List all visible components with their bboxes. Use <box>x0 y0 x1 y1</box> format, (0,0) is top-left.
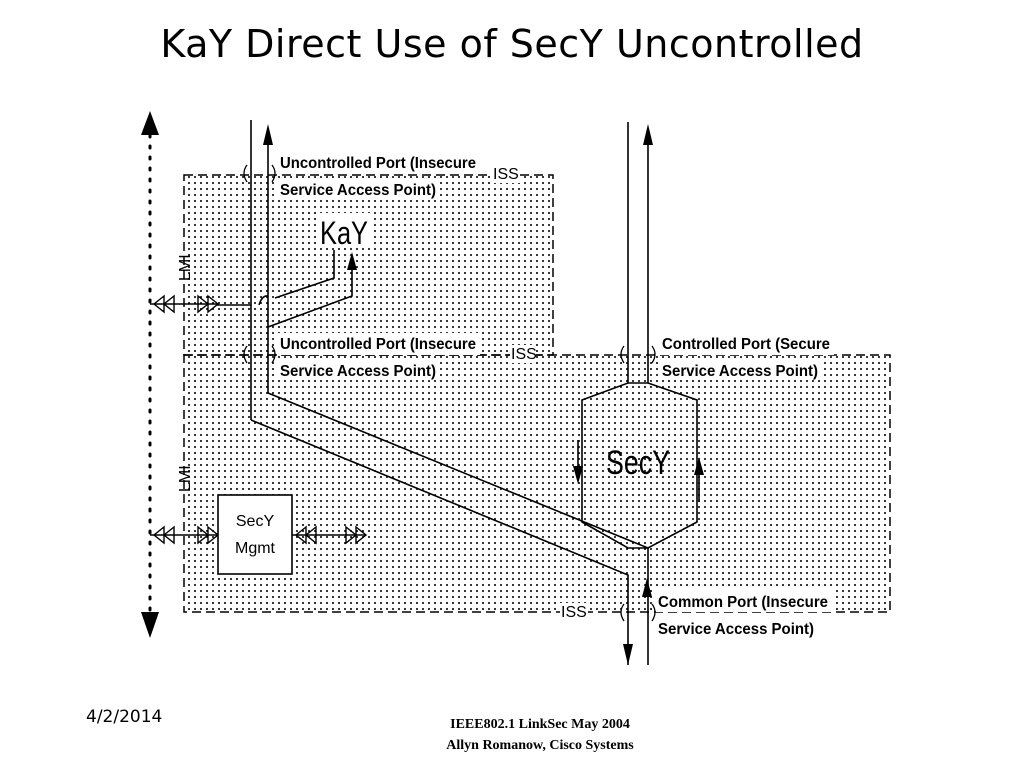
secy-uncontrolled-label-2: Service Access Point) <box>280 363 436 380</box>
secy-internal-arrows <box>573 440 704 597</box>
footer-line-1: IEEE802.1 LinkSec May 2004 <box>450 717 630 732</box>
secy-region <box>183 354 891 613</box>
secy-hexagon <box>581 382 698 549</box>
uncontrolled-diagonals <box>250 392 649 665</box>
common-port-label-2: Service Access Point) <box>658 621 814 638</box>
secy-uncontrolled-iss-label: ISS <box>511 346 537 363</box>
mgmt-secy-connector <box>292 525 368 545</box>
kay-region <box>183 174 554 356</box>
kay-lmi-label: LMI <box>177 254 194 281</box>
lmi-connector-mgmt <box>150 525 220 545</box>
footer-line-2: Allyn Romanow, Cisco Systems <box>446 738 634 753</box>
controlled-port-lines <box>623 122 653 665</box>
footer-date: 4/2/2014 <box>86 707 163 727</box>
mgmt-label-1: SecY <box>236 513 275 530</box>
kay-label: KaY <box>320 215 368 251</box>
controlled-port-label-1: Controlled Port (Secure <box>662 336 830 353</box>
secy-mgmt-box <box>217 494 293 575</box>
common-iss-label: ISS <box>561 604 587 621</box>
footer-source: IEEE802.1 LinkSec May 2004 Allyn Romanow… <box>340 714 740 756</box>
kay-top-port-label-2: Service Access Point) <box>280 182 436 199</box>
controlled-port-label-2: Service Access Point) <box>662 363 818 380</box>
kay-port-lines <box>250 120 273 420</box>
kay-internal-lines <box>217 250 357 328</box>
kay-top-port-label-1: Uncontrolled Port (Insecure <box>280 155 476 172</box>
common-port-label-1: Common Port (Insecure <box>658 594 828 611</box>
secy-lmi-label: LMI <box>177 465 194 492</box>
secy-uncontrolled-label-1: Uncontrolled Port (Insecure <box>280 336 476 353</box>
lmi-vertical-arrow <box>141 111 159 638</box>
port-parentheses <box>243 164 656 622</box>
secy-label: SecY <box>606 444 670 482</box>
slide-title: KaY Direct Use of SecY Uncontrolled <box>160 22 864 66</box>
mgmt-label-2: Mgmt <box>235 540 276 557</box>
lmi-connector-kay <box>150 294 220 314</box>
kay-iss-label: ISS <box>493 166 519 183</box>
